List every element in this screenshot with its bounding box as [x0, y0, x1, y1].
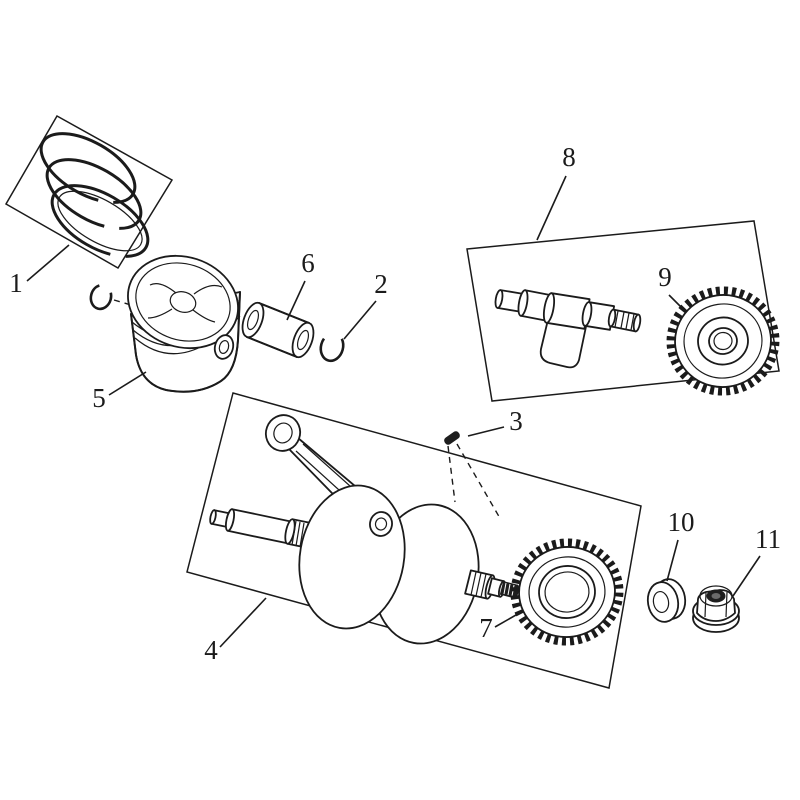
callout-5: 5	[92, 383, 106, 413]
callout-11: 11	[755, 524, 781, 554]
callout-line-1	[26, 244, 70, 282]
callout-line-8	[536, 175, 567, 241]
callout-6: 6	[301, 248, 315, 278]
callout-10: 10	[668, 507, 695, 537]
callout-line-7	[494, 610, 524, 628]
callout-line-4	[219, 597, 267, 648]
callout-line-5	[108, 371, 147, 396]
wrist-pin-circlip-left	[89, 283, 132, 311]
callout-8: 8	[562, 142, 576, 172]
woodruff-key	[444, 431, 502, 521]
balancer-shaft	[494, 289, 642, 369]
circlip	[319, 331, 345, 363]
callout-line-3	[467, 426, 505, 437]
callout-line-11	[732, 555, 761, 597]
flange-nut	[692, 585, 740, 633]
piston-pin	[241, 301, 315, 359]
callout-7: 7	[479, 613, 493, 643]
washer	[646, 578, 687, 623]
callout-4: 4	[204, 635, 218, 665]
callout-9: 9	[658, 262, 672, 292]
callout-3: 3	[509, 406, 523, 436]
balancer-gear	[666, 286, 780, 396]
callout-1: 1	[9, 268, 23, 298]
callout-line-6	[286, 280, 306, 321]
drive-gear	[510, 538, 624, 646]
callout-line-2	[343, 300, 377, 340]
piston-rings-box	[4, 114, 174, 270]
callout-2: 2	[374, 269, 388, 299]
piston-rings	[39, 132, 150, 258]
piston	[127, 254, 241, 393]
callout-line-9	[668, 294, 687, 313]
callout-line-10	[666, 539, 679, 582]
balancer-box	[466, 220, 780, 402]
crankshaft	[209, 414, 520, 645]
crankshaft-box	[186, 392, 642, 689]
